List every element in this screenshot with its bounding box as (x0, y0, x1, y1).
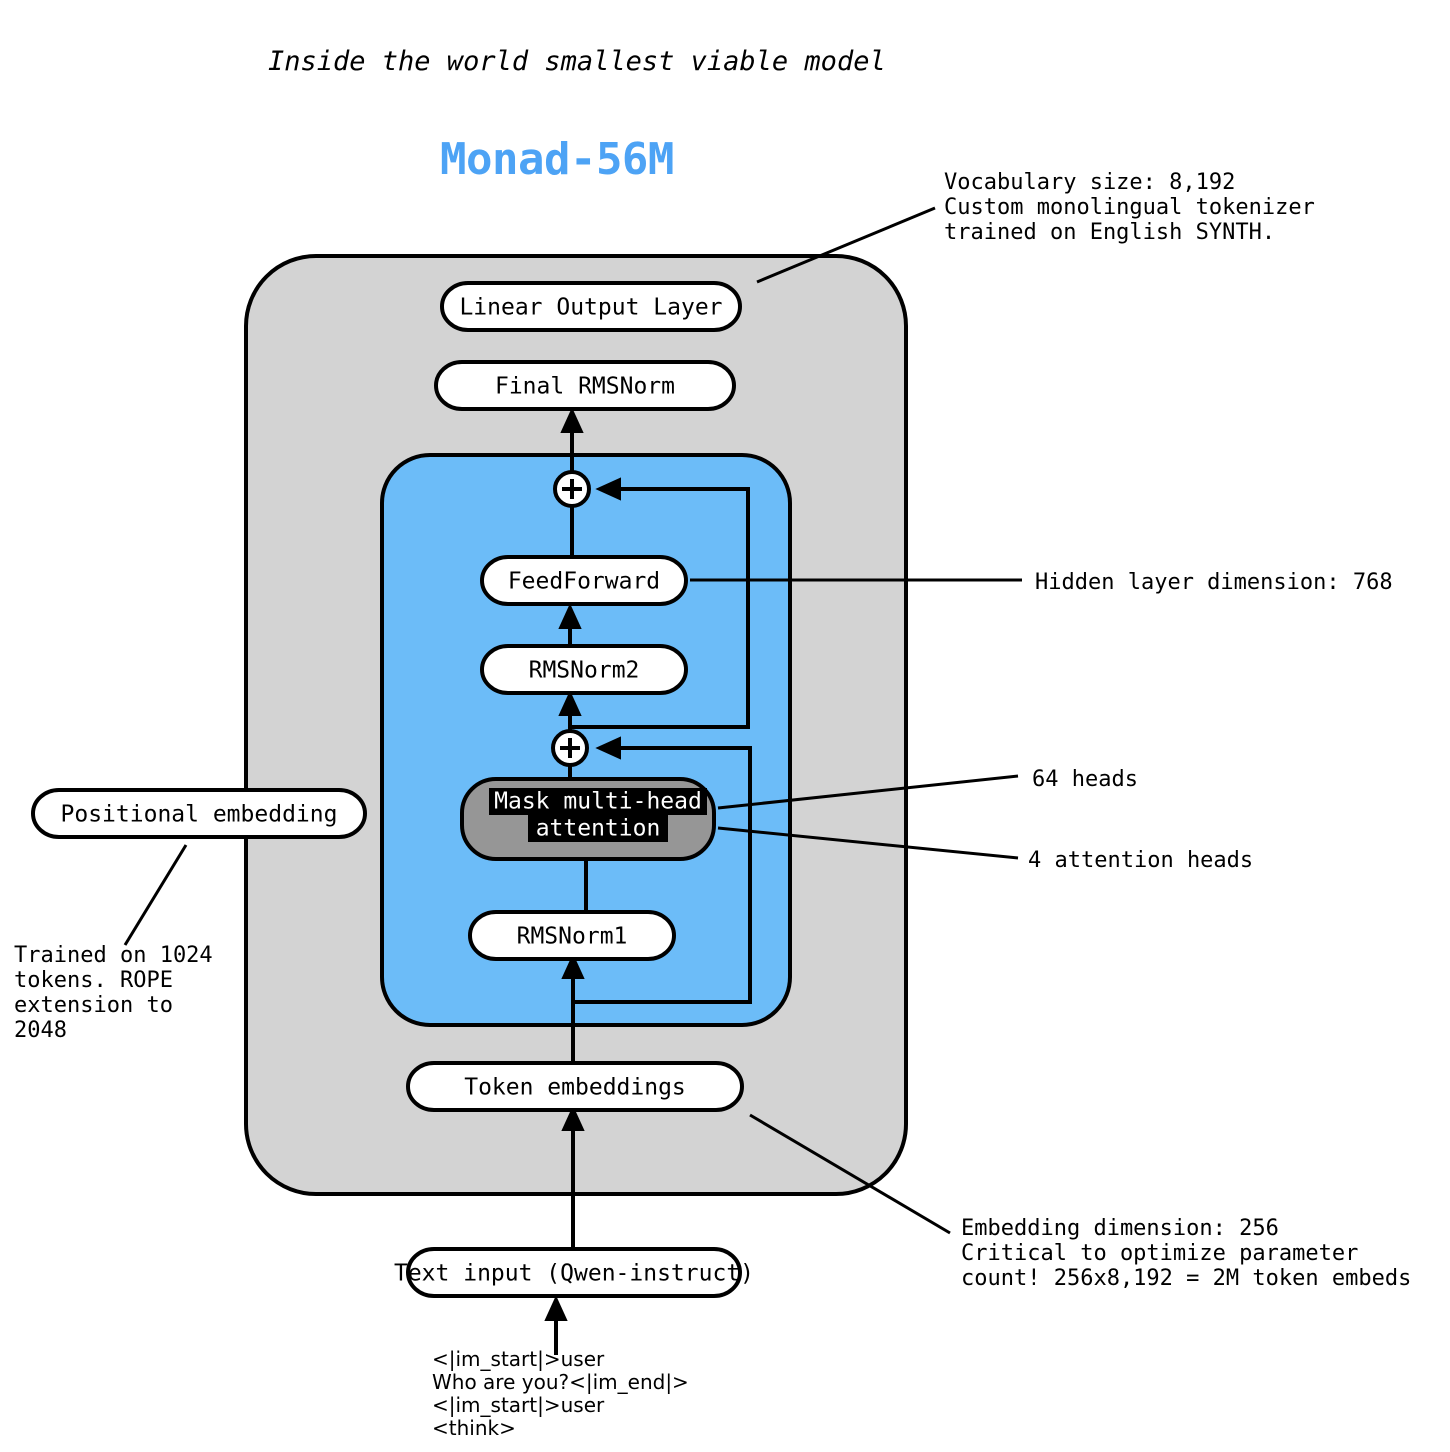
residual-connection-attention (573, 736, 752, 1004)
annotation-positional-line2: tokens. ROPE (14, 968, 173, 993)
annotation-64-heads: 64 heads (1032, 767, 1138, 792)
node-attention-label-line1: Mask multi-head (494, 789, 702, 815)
residual-connection-feedforward (572, 477, 750, 729)
node-text-input-label: Text input (Qwen-instruct) (394, 1261, 754, 1287)
annotation-embedding-line3: count! 256x8,192 = 2M token embeds (961, 1266, 1411, 1291)
node-rmsnorm2[interactable]: RMSNorm2 (480, 644, 688, 695)
leader-positional (123, 844, 188, 946)
leader-vocabulary (756, 206, 936, 284)
node-positional-embedding-label: Positional embedding (61, 802, 338, 828)
node-final-rmsnorm-label: Final RMSNorm (495, 374, 675, 400)
annotation-positional-line4: 2048 (14, 1018, 67, 1043)
page-subtitle: Inside the world smallest viable model (268, 46, 886, 77)
node-linear-output-layer[interactable]: Linear Output Layer (440, 281, 742, 332)
residual-add-node-attention (551, 729, 589, 767)
annotation-attention-heads: 4 attention heads (1028, 848, 1253, 873)
node-feedforward-label: FeedForward (508, 569, 660, 595)
annotation-vocabulary: Vocabulary size: 8,192 Custom monolingua… (944, 170, 1315, 245)
node-feedforward[interactable]: FeedForward (480, 555, 688, 606)
annotation-embedding-dimension: Embedding dimension: 256 Critical to opt… (961, 1216, 1411, 1291)
node-token-embeddings[interactable]: Token embeddings (406, 1061, 744, 1112)
node-text-input[interactable]: Text input (Qwen-instruct) (394, 1247, 754, 1298)
annotation-positional-line3: extension to (14, 993, 173, 1018)
annotation-vocabulary-line3: trained on English SYNTH. (944, 220, 1275, 245)
leader-64-heads (717, 774, 1019, 810)
annotation-hidden-dimension: Hidden layer dimension: 768 (1035, 570, 1393, 595)
residual-add-node-feedforward (553, 470, 591, 508)
chat-template-line4: <think> (432, 1416, 516, 1440)
node-attention-label-line2: attention (536, 816, 661, 842)
chat-template-text: <|im_start|>user Who are you?<|im_end|> … (432, 1347, 689, 1440)
node-rmsnorm1[interactable]: RMSNorm1 (468, 910, 676, 961)
node-rmsnorm1-label: RMSNorm1 (517, 924, 628, 950)
node-final-rmsnorm[interactable]: Final RMSNorm (434, 360, 736, 411)
chat-template-line3: <|im_start|>user (432, 1393, 605, 1417)
annotation-vocabulary-line2: Custom monolingual tokenizer (944, 195, 1315, 220)
node-rmsnorm2-label: RMSNorm2 (529, 658, 640, 684)
page-title: Monad-56M (440, 134, 674, 185)
annotation-positional-line1: Trained on 1024 (14, 943, 213, 968)
node-positional-embedding[interactable]: Positional embedding (31, 788, 367, 839)
leader-attention-heads (717, 826, 1019, 860)
node-token-embeddings-label: Token embeddings (464, 1075, 686, 1101)
annotation-embedding-line1: Embedding dimension: 256 (961, 1216, 1279, 1241)
annotation-vocabulary-line1: Vocabulary size: 8,192 (944, 170, 1235, 195)
chat-template-line1: <|im_start|>user (432, 1347, 605, 1371)
node-masked-multihead-attention[interactable]: Mask multi-head attention (460, 777, 716, 861)
chat-template-line2: Who are you?<|im_end|> (432, 1370, 689, 1394)
leader-embedding-dim (749, 1113, 951, 1235)
annotation-positional-details: Trained on 1024 tokens. ROPE extension t… (14, 943, 213, 1043)
node-linear-output-layer-label: Linear Output Layer (459, 295, 722, 321)
annotation-embedding-line2: Critical to optimize parameter (961, 1241, 1358, 1266)
